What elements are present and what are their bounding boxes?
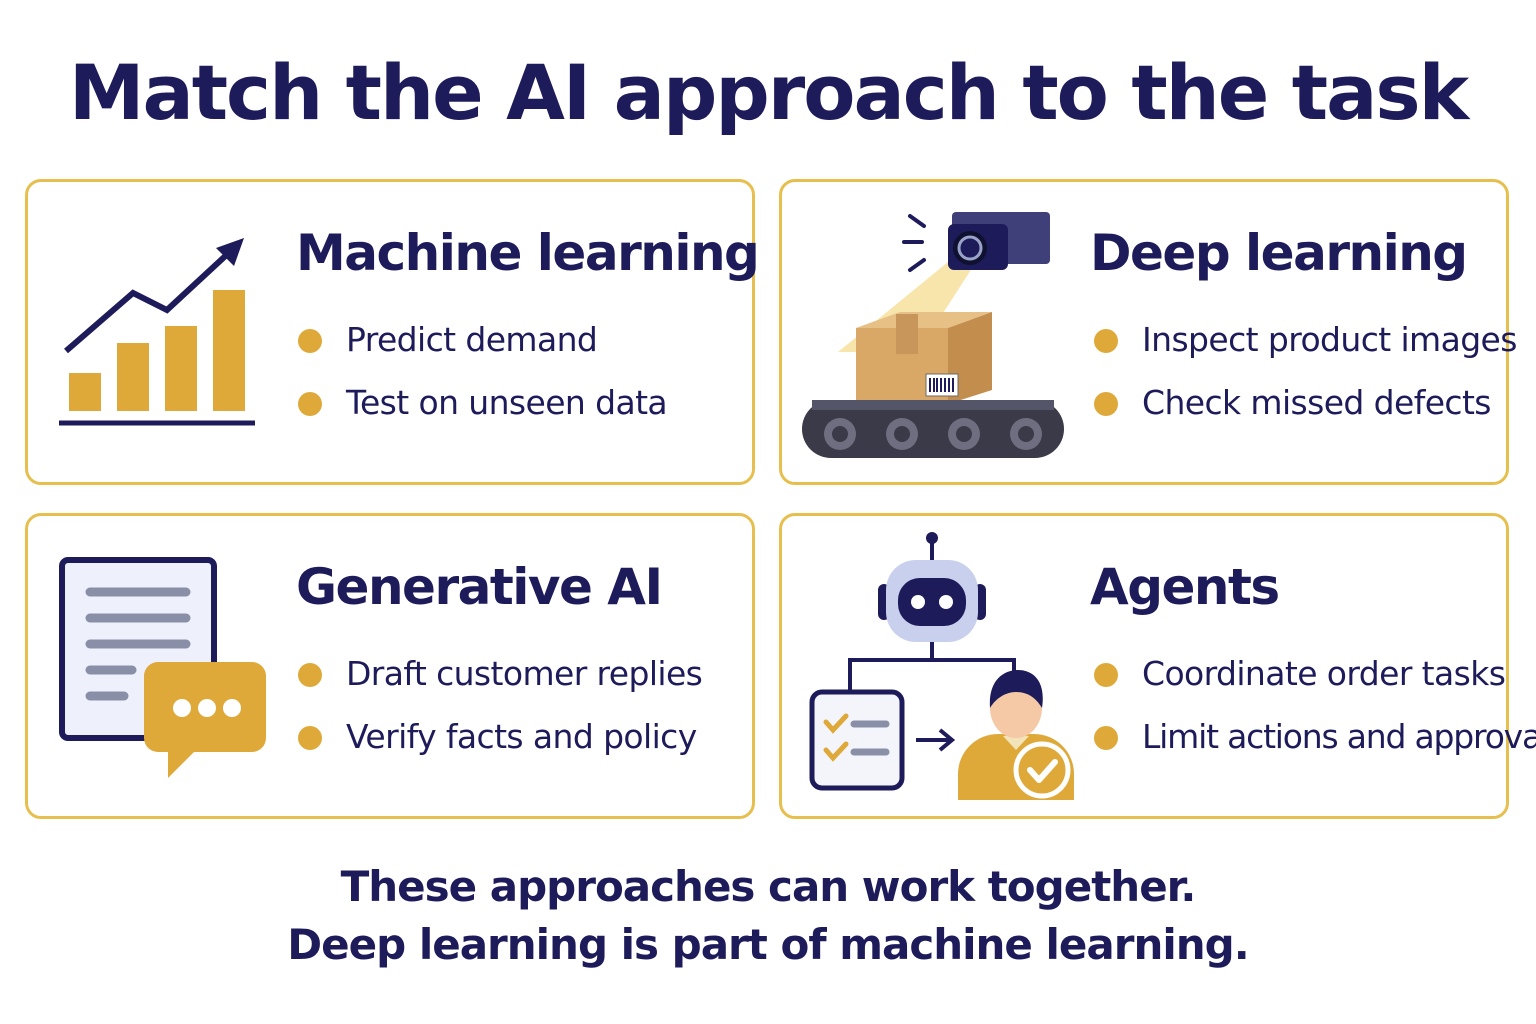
- footer-line-1: These approaches can work together.: [340, 862, 1197, 911]
- bullet-text: Draft customer replies: [346, 654, 703, 693]
- bullet-text: Limit actions and approvals: [1142, 717, 1536, 756]
- bullet-list: Inspect product images Check missed defe…: [1094, 320, 1517, 446]
- bullet-text: Check missed defects: [1142, 383, 1491, 422]
- camera-conveyor-icon: [802, 212, 1064, 458]
- bullet-icon: [1094, 329, 1118, 353]
- list-item: Check missed defects: [1094, 383, 1517, 446]
- bullet-text: Test on unseen data: [346, 383, 668, 422]
- bullet-text: Inspect product images: [1142, 320, 1517, 359]
- list-item: Inspect product images: [1094, 320, 1517, 383]
- card-title: Generative AI: [296, 558, 663, 616]
- bullet-icon: [298, 392, 322, 416]
- footer-note: These approaches can work together. Deep…: [0, 858, 1536, 974]
- card-deep-learning: Deep learning Inspect product images Che…: [779, 179, 1517, 485]
- bullet-icon: [1094, 663, 1118, 687]
- list-item: Limit actions and approvals: [1094, 717, 1536, 780]
- bullet-list: Draft customer replies Verify facts and …: [298, 654, 703, 780]
- card-title: Deep learning: [1090, 224, 1468, 282]
- bullet-icon: [298, 726, 322, 750]
- bullet-icon: [298, 329, 322, 353]
- list-item: Verify facts and policy: [298, 717, 702, 780]
- list-item: Draft customer replies: [298, 654, 703, 717]
- card-machine-learning: Machine learning Predict demand Test on …: [25, 179, 760, 485]
- card-agents: Agents Coordinate order tasks Limit acti…: [779, 513, 1536, 819]
- bullet-list: Predict demand Test on unseen data: [298, 320, 668, 446]
- bullet-text: Predict demand: [346, 320, 598, 359]
- bullet-text: Verify facts and policy: [346, 717, 697, 756]
- page-title: Match the AI approach to the task: [68, 48, 1469, 137]
- bullet-icon: [298, 663, 322, 687]
- footer-line-2: Deep learning is part of machine learnin…: [287, 920, 1249, 969]
- document-chat-icon: [59, 557, 266, 778]
- card-generative-ai: Generative AI Draft customer replies Ver…: [25, 513, 755, 819]
- robot-workflow-icon: [809, 532, 1074, 800]
- list-item: Test on unseen data: [298, 383, 668, 446]
- list-item: Coordinate order tasks: [1094, 654, 1536, 717]
- card-title: Agents: [1090, 558, 1280, 616]
- bullet-icon: [1094, 726, 1118, 750]
- bullet-icon: [1094, 392, 1118, 416]
- growth-chart-icon: [59, 238, 255, 426]
- card-title: Machine learning: [296, 224, 760, 282]
- bullet-text: Coordinate order tasks: [1142, 654, 1506, 693]
- bullet-list: Coordinate order tasks Limit actions and…: [1094, 654, 1536, 780]
- list-item: Predict demand: [298, 320, 667, 383]
